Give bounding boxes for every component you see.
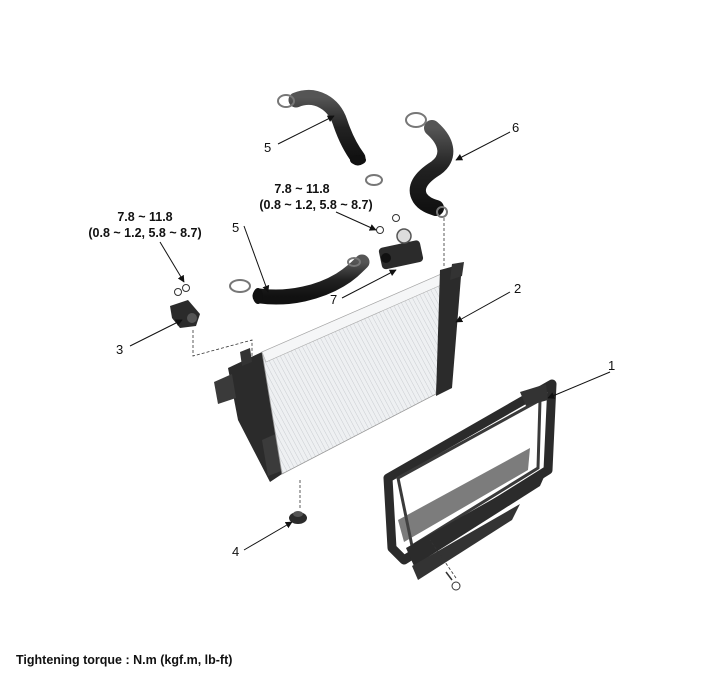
torque-left-conversion: (0.8 ~ 1.2, 5.8 ~ 8.7): [88, 226, 201, 240]
torque-right-value: 7.8 ~ 11.8: [274, 182, 329, 196]
callout-5-lower: 5: [232, 220, 239, 235]
bolt-icon: [445, 571, 461, 591]
callout-7: 7: [330, 292, 337, 307]
radiator-icon: [214, 262, 464, 482]
bracket-icon: [289, 511, 307, 524]
hose-icon: [277, 90, 383, 186]
torque-right-conversion: (0.8 ~ 1.2, 5.8 ~ 8.7): [259, 198, 372, 212]
callout-6: 6: [512, 120, 519, 135]
torque-left-value: 7.8 ~ 11.8: [117, 210, 172, 224]
clamp-icon: [365, 174, 383, 186]
torque-unit-note: Tightening torque : N.m (kgf.m, lb-ft): [16, 653, 233, 667]
thermostat-icon: [376, 214, 424, 270]
callout-1: 1: [608, 358, 615, 373]
bolt-icon: [174, 284, 190, 296]
callout-5-upper: 5: [264, 140, 271, 155]
callout-3: 3: [116, 342, 123, 357]
hose-icon: [405, 112, 454, 218]
bolt-icon: [376, 214, 400, 234]
callout-2: 2: [514, 281, 521, 296]
shroud-icon: [383, 379, 557, 580]
callout-4: 4: [232, 544, 239, 559]
hose-icon: [229, 254, 370, 305]
bracket-icon: [170, 284, 200, 328]
